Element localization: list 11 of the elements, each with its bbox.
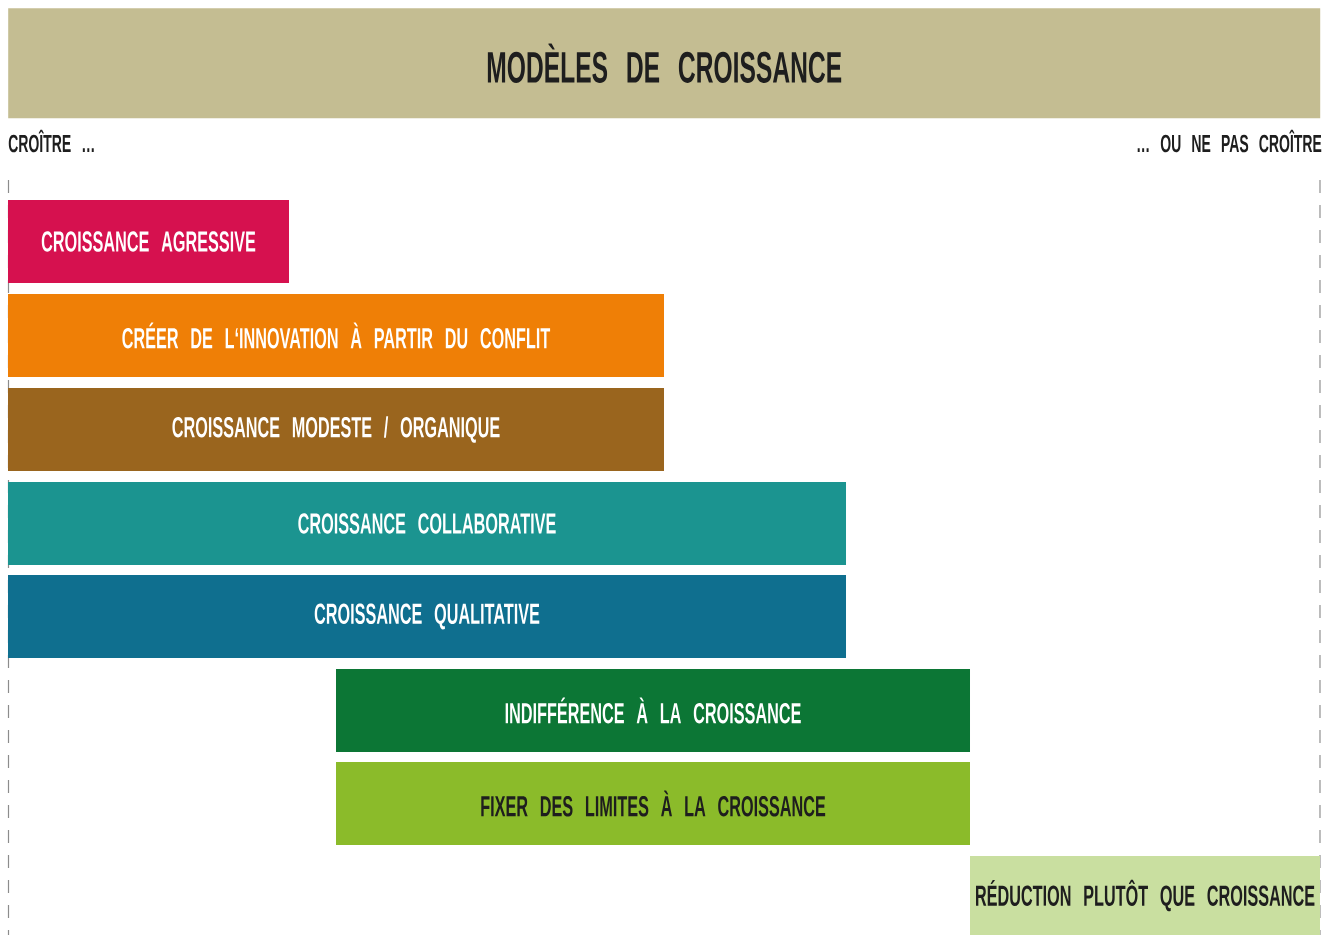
growth-bar: FIXER DES LIMITES À LA CROISSANCE — [336, 762, 970, 845]
growth-bar: CRÉER DE L‘INNOVATION À PARTIR DU CONFLIT — [8, 294, 664, 377]
growth-bar: INDIFFÉRENCE À LA CROISSANCE — [336, 669, 970, 752]
title-band: MODÈLES DE CROISSANCE — [8, 8, 1321, 119]
growth-bar: RÉDUCTION PLUTÔT QUE CROISSANCE — [970, 856, 1320, 935]
side-label: … OU NE PAS CROÎTRE — [1137, 129, 1322, 153]
growth-bar: CROISSANCE QUALITATIVE — [8, 575, 846, 658]
growth-bar: CROISSANCE COLLABORATIVE — [8, 482, 846, 565]
growth-bar: CROISSANCE AGRESSIVE — [8, 200, 289, 283]
side-label: CROÎTRE … — [8, 129, 94, 153]
growth-bar: CROISSANCE MODESTE / ORGANIQUE — [8, 388, 664, 471]
